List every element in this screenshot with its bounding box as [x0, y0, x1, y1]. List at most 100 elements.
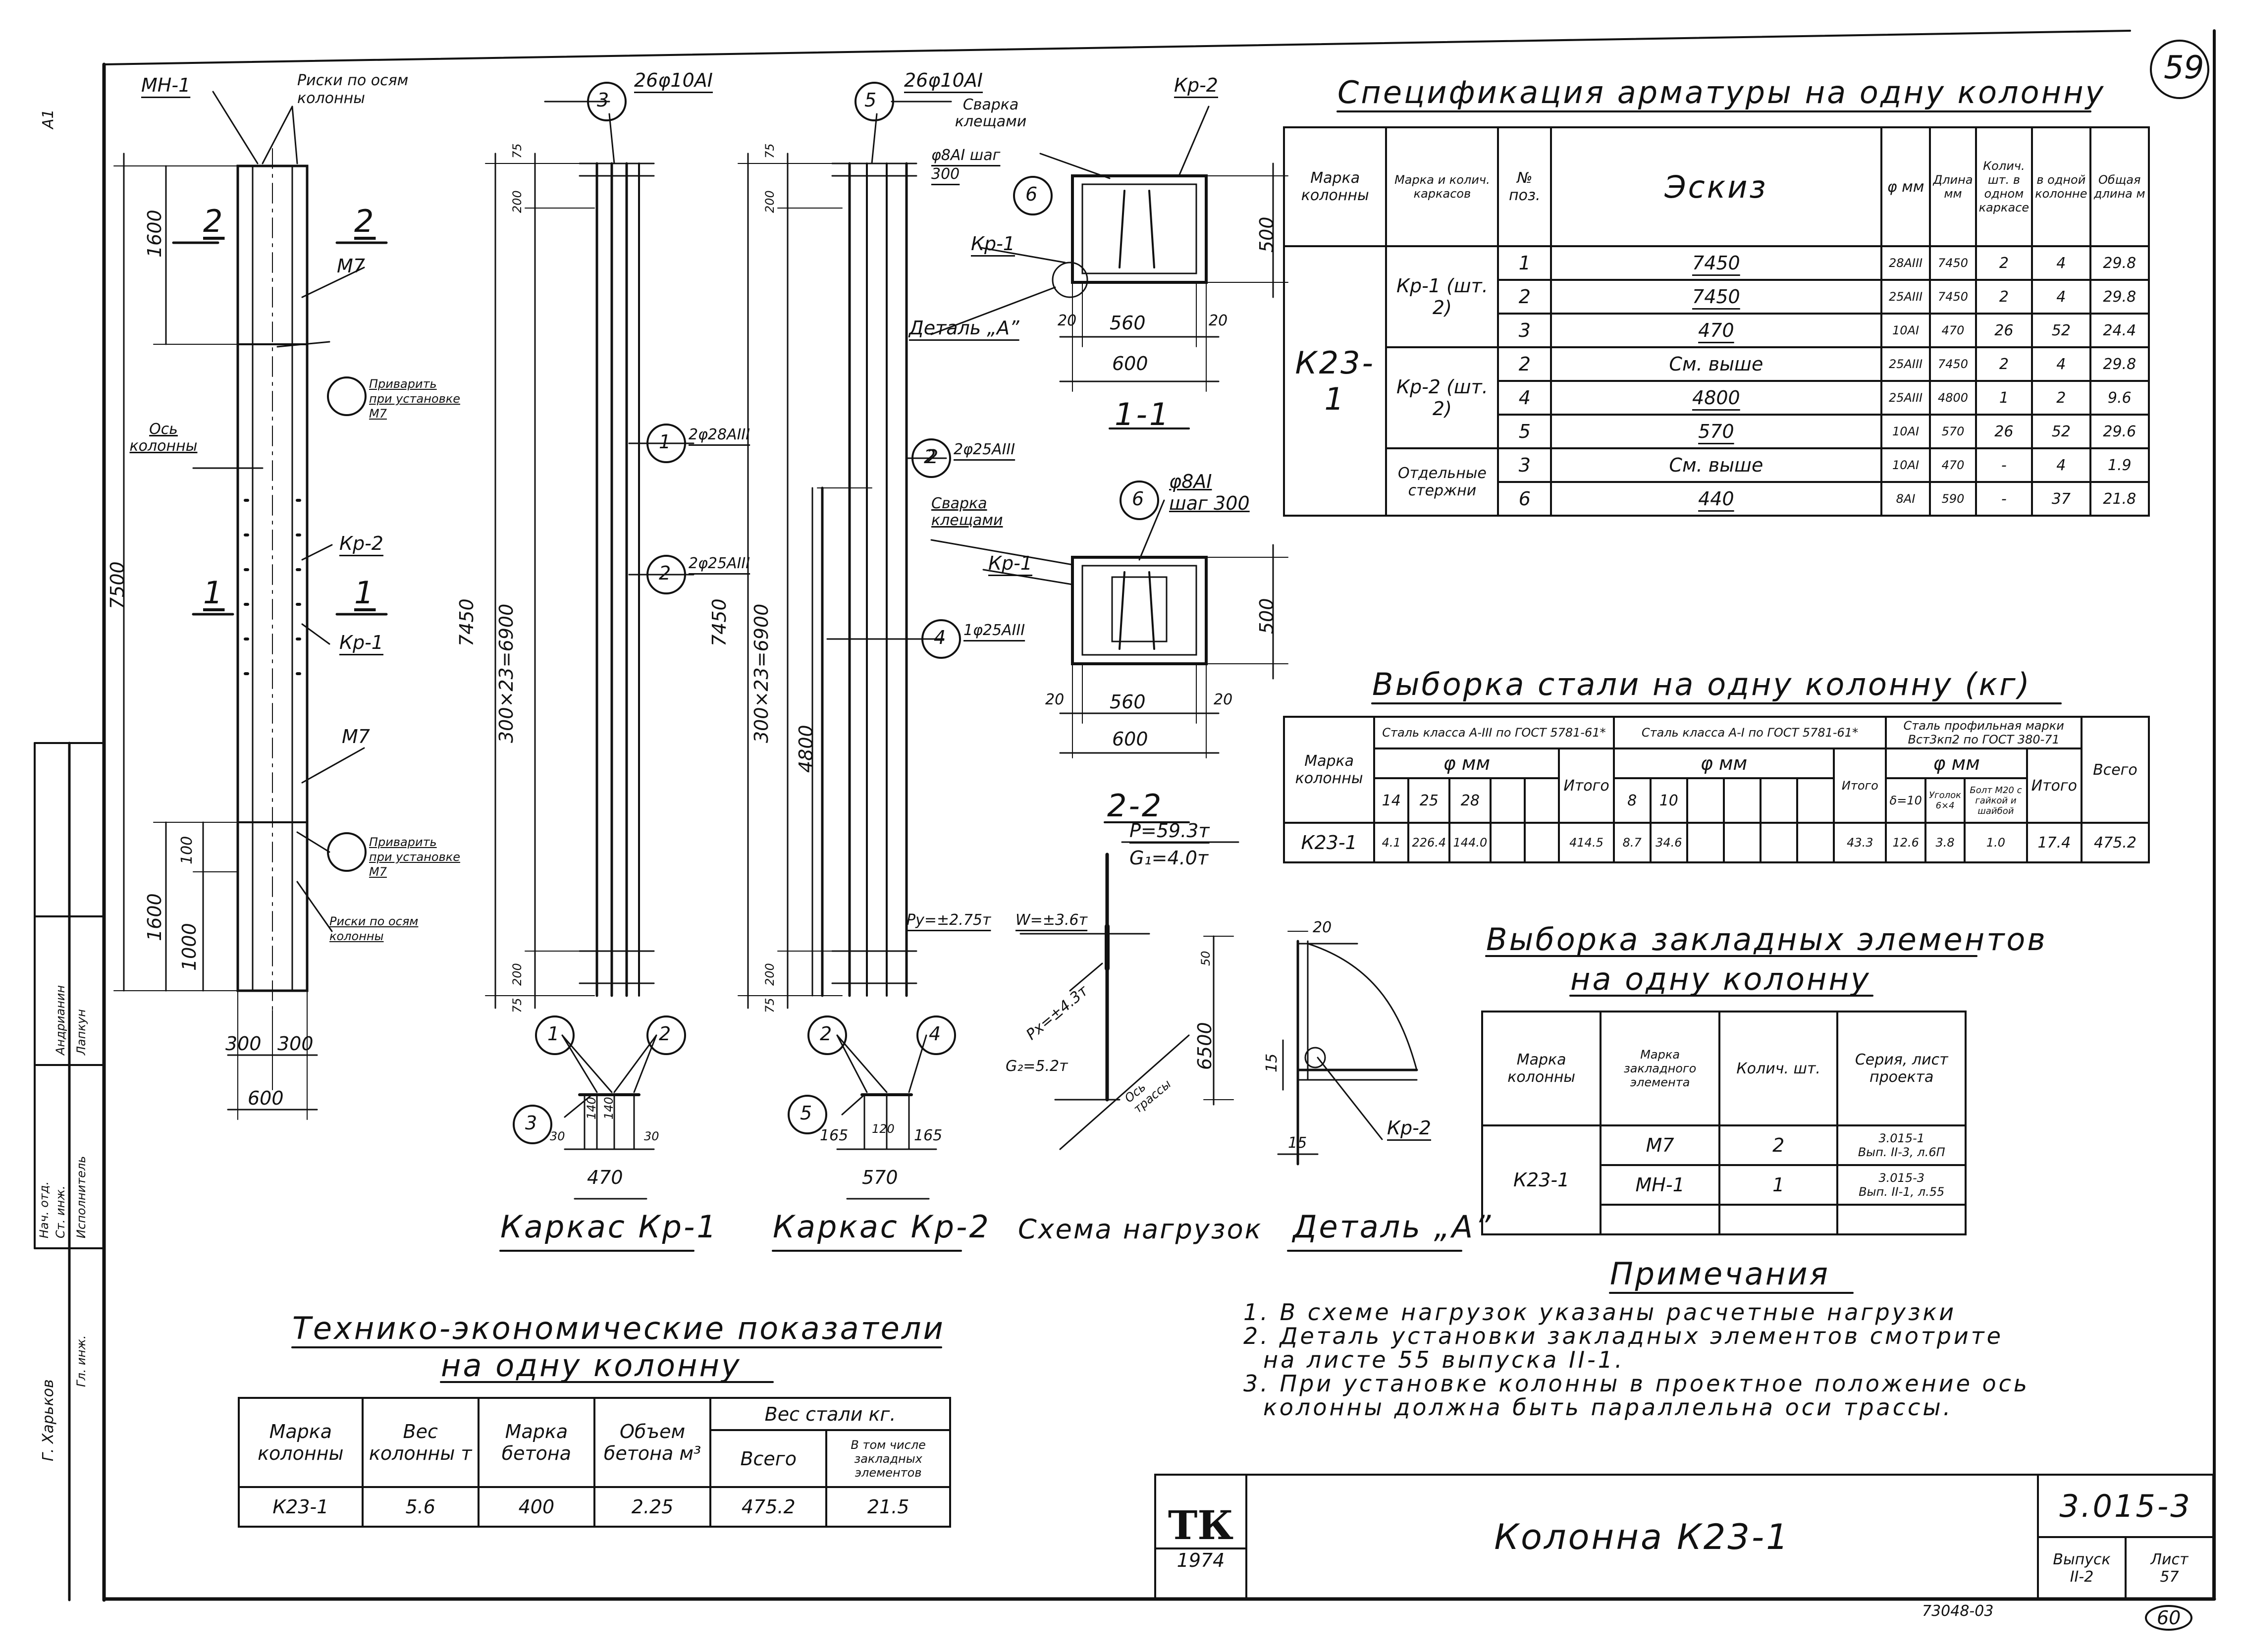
- steel-h-a3: Сталь класса А-III по ГОСТ 5781-61*: [1373, 716, 1615, 749]
- embedded-ref-series: 3.015-3: [1878, 1171, 1925, 1185]
- spec-h-pos: № поз.: [1497, 126, 1552, 247]
- spec-q2: 4: [2031, 447, 2091, 483]
- steel-row-mark: К23-1: [1282, 822, 1376, 863]
- label-tong-weld-2: Сварка клещами: [931, 495, 1003, 529]
- label-stirrup-2: φ8АI шаг 300: [1169, 471, 1250, 514]
- circle-6-label-b: 6: [1132, 488, 1144, 510]
- spec-q2: 37: [2031, 481, 2091, 517]
- steel-cell: [1524, 822, 1560, 863]
- steel-cell: 43.3: [1833, 822, 1887, 863]
- spec-sketch: См. выше: [1550, 346, 1882, 382]
- embedded-empty: [1600, 1204, 1720, 1235]
- steel-h-d28: 28: [1448, 777, 1492, 824]
- steel-h-empty: [1760, 777, 1799, 824]
- spec-sketch: 4800: [1550, 380, 1882, 416]
- spec-diam: 25АIII: [1880, 346, 1931, 382]
- load-W: W=±3.6т: [1015, 911, 1088, 929]
- label-pos4-bar: 1φ25АIII: [963, 622, 1025, 639]
- spec-sketch: См. выше: [1550, 447, 1882, 483]
- spec-total: 9.6: [2089, 380, 2150, 416]
- dim-20-2b: 20: [1214, 691, 1233, 708]
- steel-cell: 12.6: [1885, 822, 1927, 863]
- stamp-sheet: 57: [2160, 1568, 2179, 1586]
- dim-7450-a: 7450: [456, 598, 478, 646]
- spec-len: 7450: [1929, 346, 1977, 382]
- steel-h-a1: Сталь класса А-I по ГОСТ 5781-61*: [1612, 716, 1887, 749]
- detail-dim-20: 20: [1313, 919, 1332, 936]
- steel-h-bolt: Болт M20 с гайкой и шайбой: [1964, 777, 2028, 824]
- detail-dim-15b: 15: [1288, 1134, 1307, 1152]
- label-weld-bottom: Приварить при установке М7: [369, 835, 461, 879]
- steel-h-empty: [1722, 777, 1762, 824]
- load-G1: G₁=4.0т: [1129, 847, 1209, 869]
- teo-cell-mark: К23-1: [238, 1486, 364, 1528]
- dim-300-left: 300: [225, 1033, 262, 1055]
- spec-len: 570: [1929, 414, 1977, 449]
- spec-q2: 4: [2031, 279, 2091, 315]
- circle-1-label: 1: [659, 431, 671, 453]
- spec-diam: 25АIII: [1880, 380, 1931, 416]
- spec-q2: 4: [2031, 346, 2091, 382]
- spec-frame-separate: Отдельные стержни: [1385, 447, 1499, 517]
- steel-cell: [1490, 822, 1526, 863]
- caption-frame-kr1: Каркас Кр-1: [500, 1209, 718, 1245]
- spec-len: 4800: [1929, 380, 1977, 416]
- spec-pos: 2: [1497, 346, 1552, 382]
- kr1-dim-140a: 140: [585, 1097, 598, 1119]
- label-pos2-bar-b: 2φ25АIII: [954, 441, 1015, 458]
- note-line: 3. При установке колонны в проектное пол…: [1243, 1370, 2030, 1397]
- side-stamp-kharkov: Г. Харьков: [40, 1379, 57, 1461]
- stamp-year: 1974: [1156, 1547, 1245, 1571]
- spec-pos: 3: [1497, 447, 1552, 483]
- spec-diam: 10АI: [1880, 447, 1931, 483]
- load-dim-50: 50: [1199, 951, 1213, 966]
- spec-total: 24.4: [2089, 313, 2150, 348]
- spec-len: 470: [1929, 313, 1977, 348]
- spec-pos: 4: [1497, 380, 1552, 416]
- side-stamp-gip: Гл. инж.: [74, 1335, 88, 1387]
- dim-4800: 4800: [795, 725, 817, 773]
- label-m7-top: М7: [337, 255, 365, 277]
- circle-6-label-a: 6: [1025, 183, 1038, 205]
- steel-h-a1-total: Итого: [1833, 747, 1887, 824]
- teo-h-steel: Вес стали кг.: [709, 1397, 951, 1431]
- spec-pos: 5: [1497, 414, 1552, 449]
- steel-cell: 226.4: [1407, 822, 1451, 863]
- teo-cell-concrete: 400: [477, 1486, 595, 1528]
- label-kr1-section-2: Кр-1: [988, 552, 1032, 574]
- spec-diam: 25АIII: [1880, 279, 1931, 315]
- steel-cell: [1796, 822, 1835, 863]
- detail-dim-15a: 15: [1263, 1053, 1281, 1072]
- spec-q2: 52: [2031, 414, 2091, 449]
- spec-q1: 26: [1975, 313, 2033, 348]
- spec-q1: 2: [1975, 346, 2033, 382]
- embedded-table: Марка колонны Марка закладного элемента …: [1481, 1011, 1967, 1235]
- steel-h-a3-total: Итого: [1558, 747, 1615, 824]
- teo-title-1: Технико-экономические показатели: [292, 1310, 945, 1346]
- embedded-ref-series: 3.015-1: [1878, 1131, 1925, 1145]
- spec-pos: 6: [1497, 481, 1552, 517]
- steel-cell: 144.0: [1448, 822, 1492, 863]
- cut-mark-1-left: 1: [203, 575, 225, 611]
- note-line: 1. В схеме нагрузок указаны расчетные на…: [1243, 1299, 1957, 1326]
- embedded-title-1: Выборка закладных элементов: [1486, 921, 2047, 958]
- steel-h-dmm-a1: φ мм: [1612, 747, 1835, 779]
- label-column-axis: Ось колонны: [129, 421, 198, 455]
- caption-frame-kr2: Каркас Кр-2: [773, 1209, 991, 1245]
- steel-h-dmm-a3: φ мм: [1373, 747, 1560, 779]
- spec-sketch: 7450: [1550, 245, 1882, 281]
- label-kr1: Кр-1: [339, 632, 383, 653]
- circle-2-label-c: 2: [926, 446, 939, 468]
- spec-q1: 2: [1975, 245, 2033, 281]
- kr2-dim-570: 570: [862, 1167, 898, 1188]
- spec-total: 29.6: [2089, 414, 2150, 449]
- steel-cell: [1686, 822, 1725, 863]
- label-risks-top: Риски по осям колонны: [297, 72, 409, 107]
- label-pos1-bar: 2φ28АIII: [689, 426, 750, 443]
- steel-cell: 475.2: [2080, 822, 2150, 863]
- dim-1600-bottom: 1600: [144, 893, 165, 941]
